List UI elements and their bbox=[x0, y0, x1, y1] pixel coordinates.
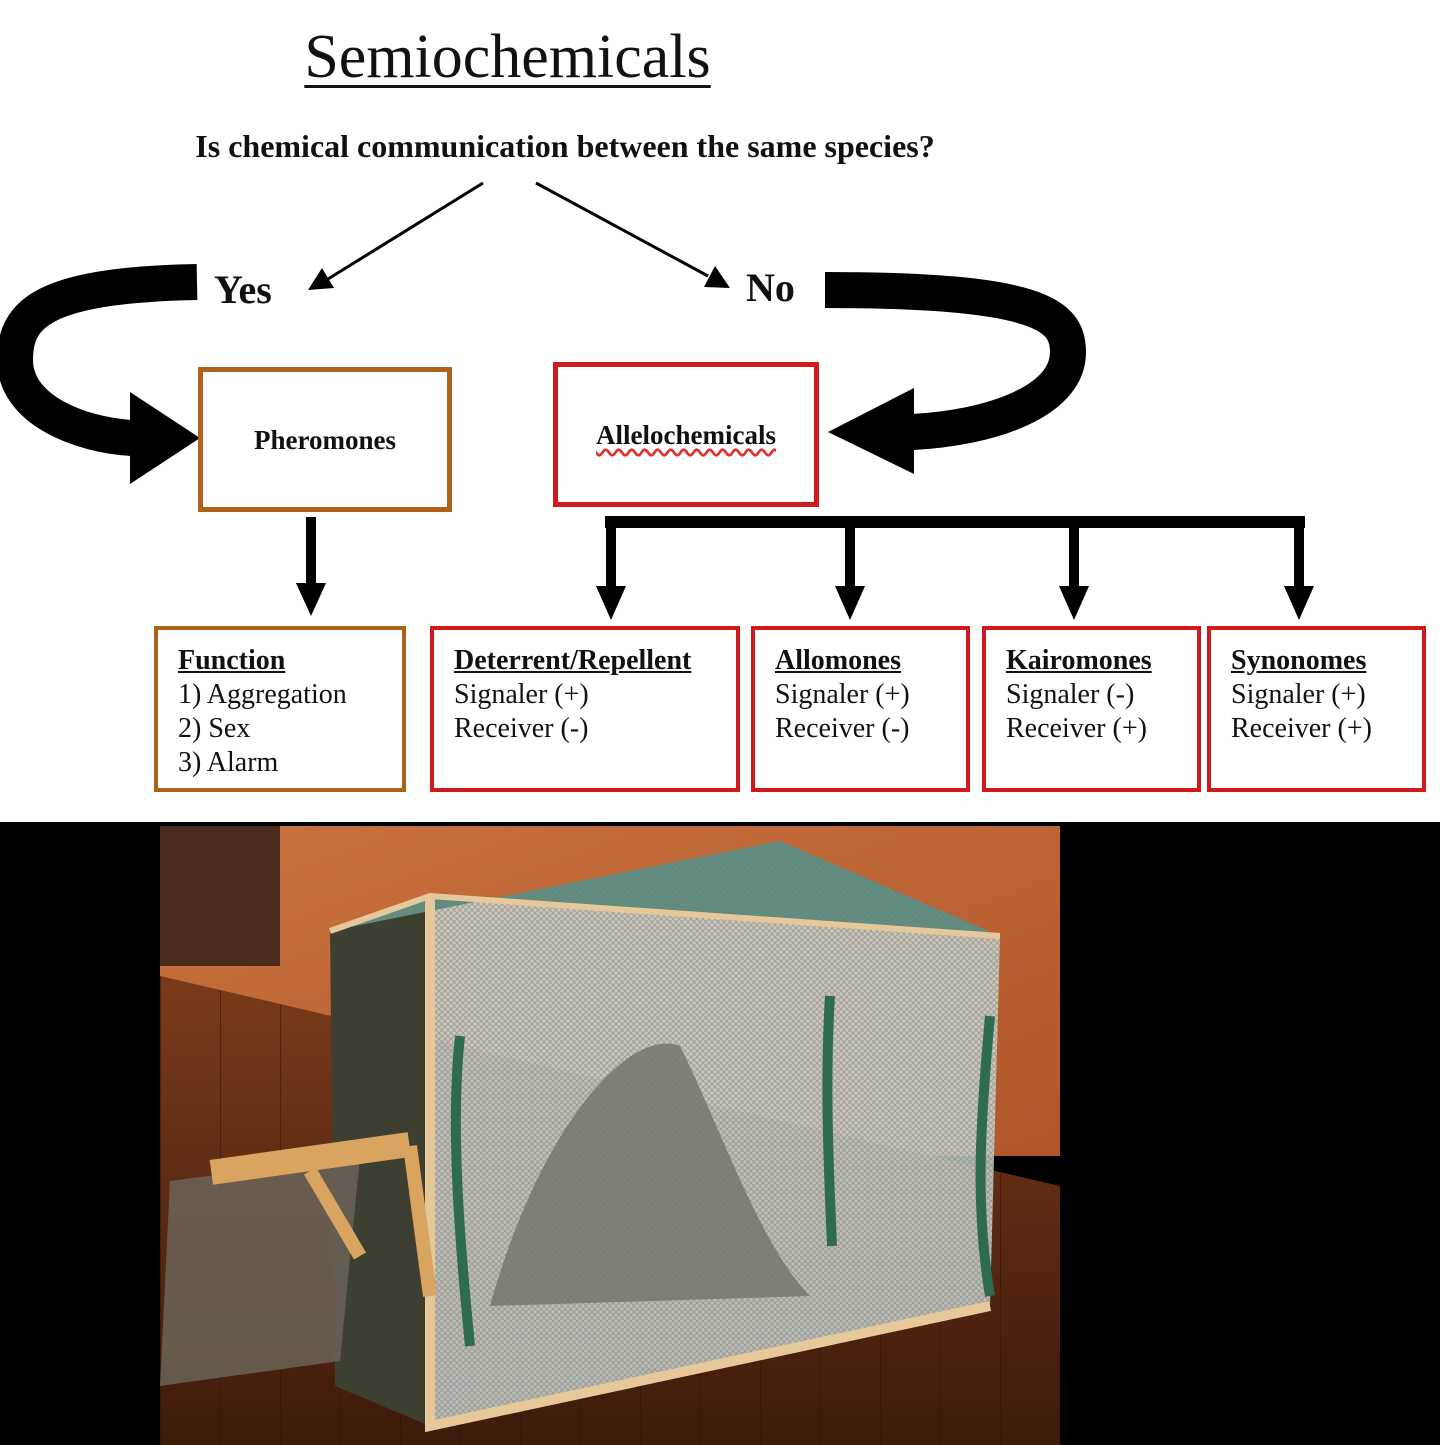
function-box: Function 1) Aggregation 2) Sex 3) Alarm bbox=[154, 626, 406, 792]
mesh-cage-photo bbox=[160, 826, 1060, 1445]
curved-arrow-yes bbox=[0, 264, 200, 484]
question-text: Is chemical communication between the sa… bbox=[195, 128, 935, 164]
curved-arrow-no bbox=[824, 272, 1087, 474]
function-title: Function bbox=[178, 645, 286, 676]
signaler-text: Signaler (+) bbox=[775, 679, 910, 710]
type-title: Allomones bbox=[775, 645, 901, 676]
deterrent-repellent-box: Deterrent/Repellent Signaler (+) Receive… bbox=[430, 626, 740, 792]
function-item: 3) Alarm bbox=[178, 747, 279, 778]
pheromones-box: Pheromones bbox=[198, 367, 452, 512]
allomones-box: Allomones Signaler (+) Receiver (-) bbox=[751, 626, 970, 792]
function-item: 2) Sex bbox=[178, 713, 251, 744]
mesh-cage-illustration bbox=[160, 826, 1060, 1445]
pheromones-label: Pheromones bbox=[254, 424, 396, 455]
allelochemical-branches bbox=[596, 516, 1314, 620]
receiver-text: Receiver (-) bbox=[454, 713, 589, 744]
receiver-text: Receiver (+) bbox=[1006, 713, 1147, 744]
arrow-to-yes bbox=[308, 181, 484, 290]
type-title: Kairomones bbox=[1006, 645, 1152, 676]
synonomes-box: Synonomes Signaler (+) Receiver (+) bbox=[1207, 626, 1426, 792]
yes-label: Yes bbox=[214, 267, 272, 312]
function-item: 1) Aggregation bbox=[178, 679, 347, 710]
no-label: No bbox=[746, 265, 795, 310]
diagram-title: Semiochemicals bbox=[304, 23, 711, 91]
receiver-text: Receiver (-) bbox=[775, 713, 910, 744]
signaler-text: Signaler (-) bbox=[1006, 679, 1135, 710]
kairomones-box: Kairomones Signaler (-) Receiver (+) bbox=[982, 626, 1201, 792]
flow-arrows bbox=[0, 181, 1314, 620]
arrow-to-no bbox=[535, 181, 730, 288]
signaler-text: Signaler (+) bbox=[1231, 679, 1366, 710]
allelochemicals-label: Allelochemicals bbox=[596, 419, 776, 450]
allelochemicals-box: Allelochemicals bbox=[553, 362, 819, 507]
receiver-text: Receiver (+) bbox=[1231, 713, 1372, 744]
type-title: Synonomes bbox=[1231, 645, 1367, 676]
type-title: Deterrent/Repellent bbox=[454, 645, 692, 676]
arrow-pheromones-to-function bbox=[296, 517, 326, 616]
signaler-text: Signaler (+) bbox=[454, 679, 589, 710]
